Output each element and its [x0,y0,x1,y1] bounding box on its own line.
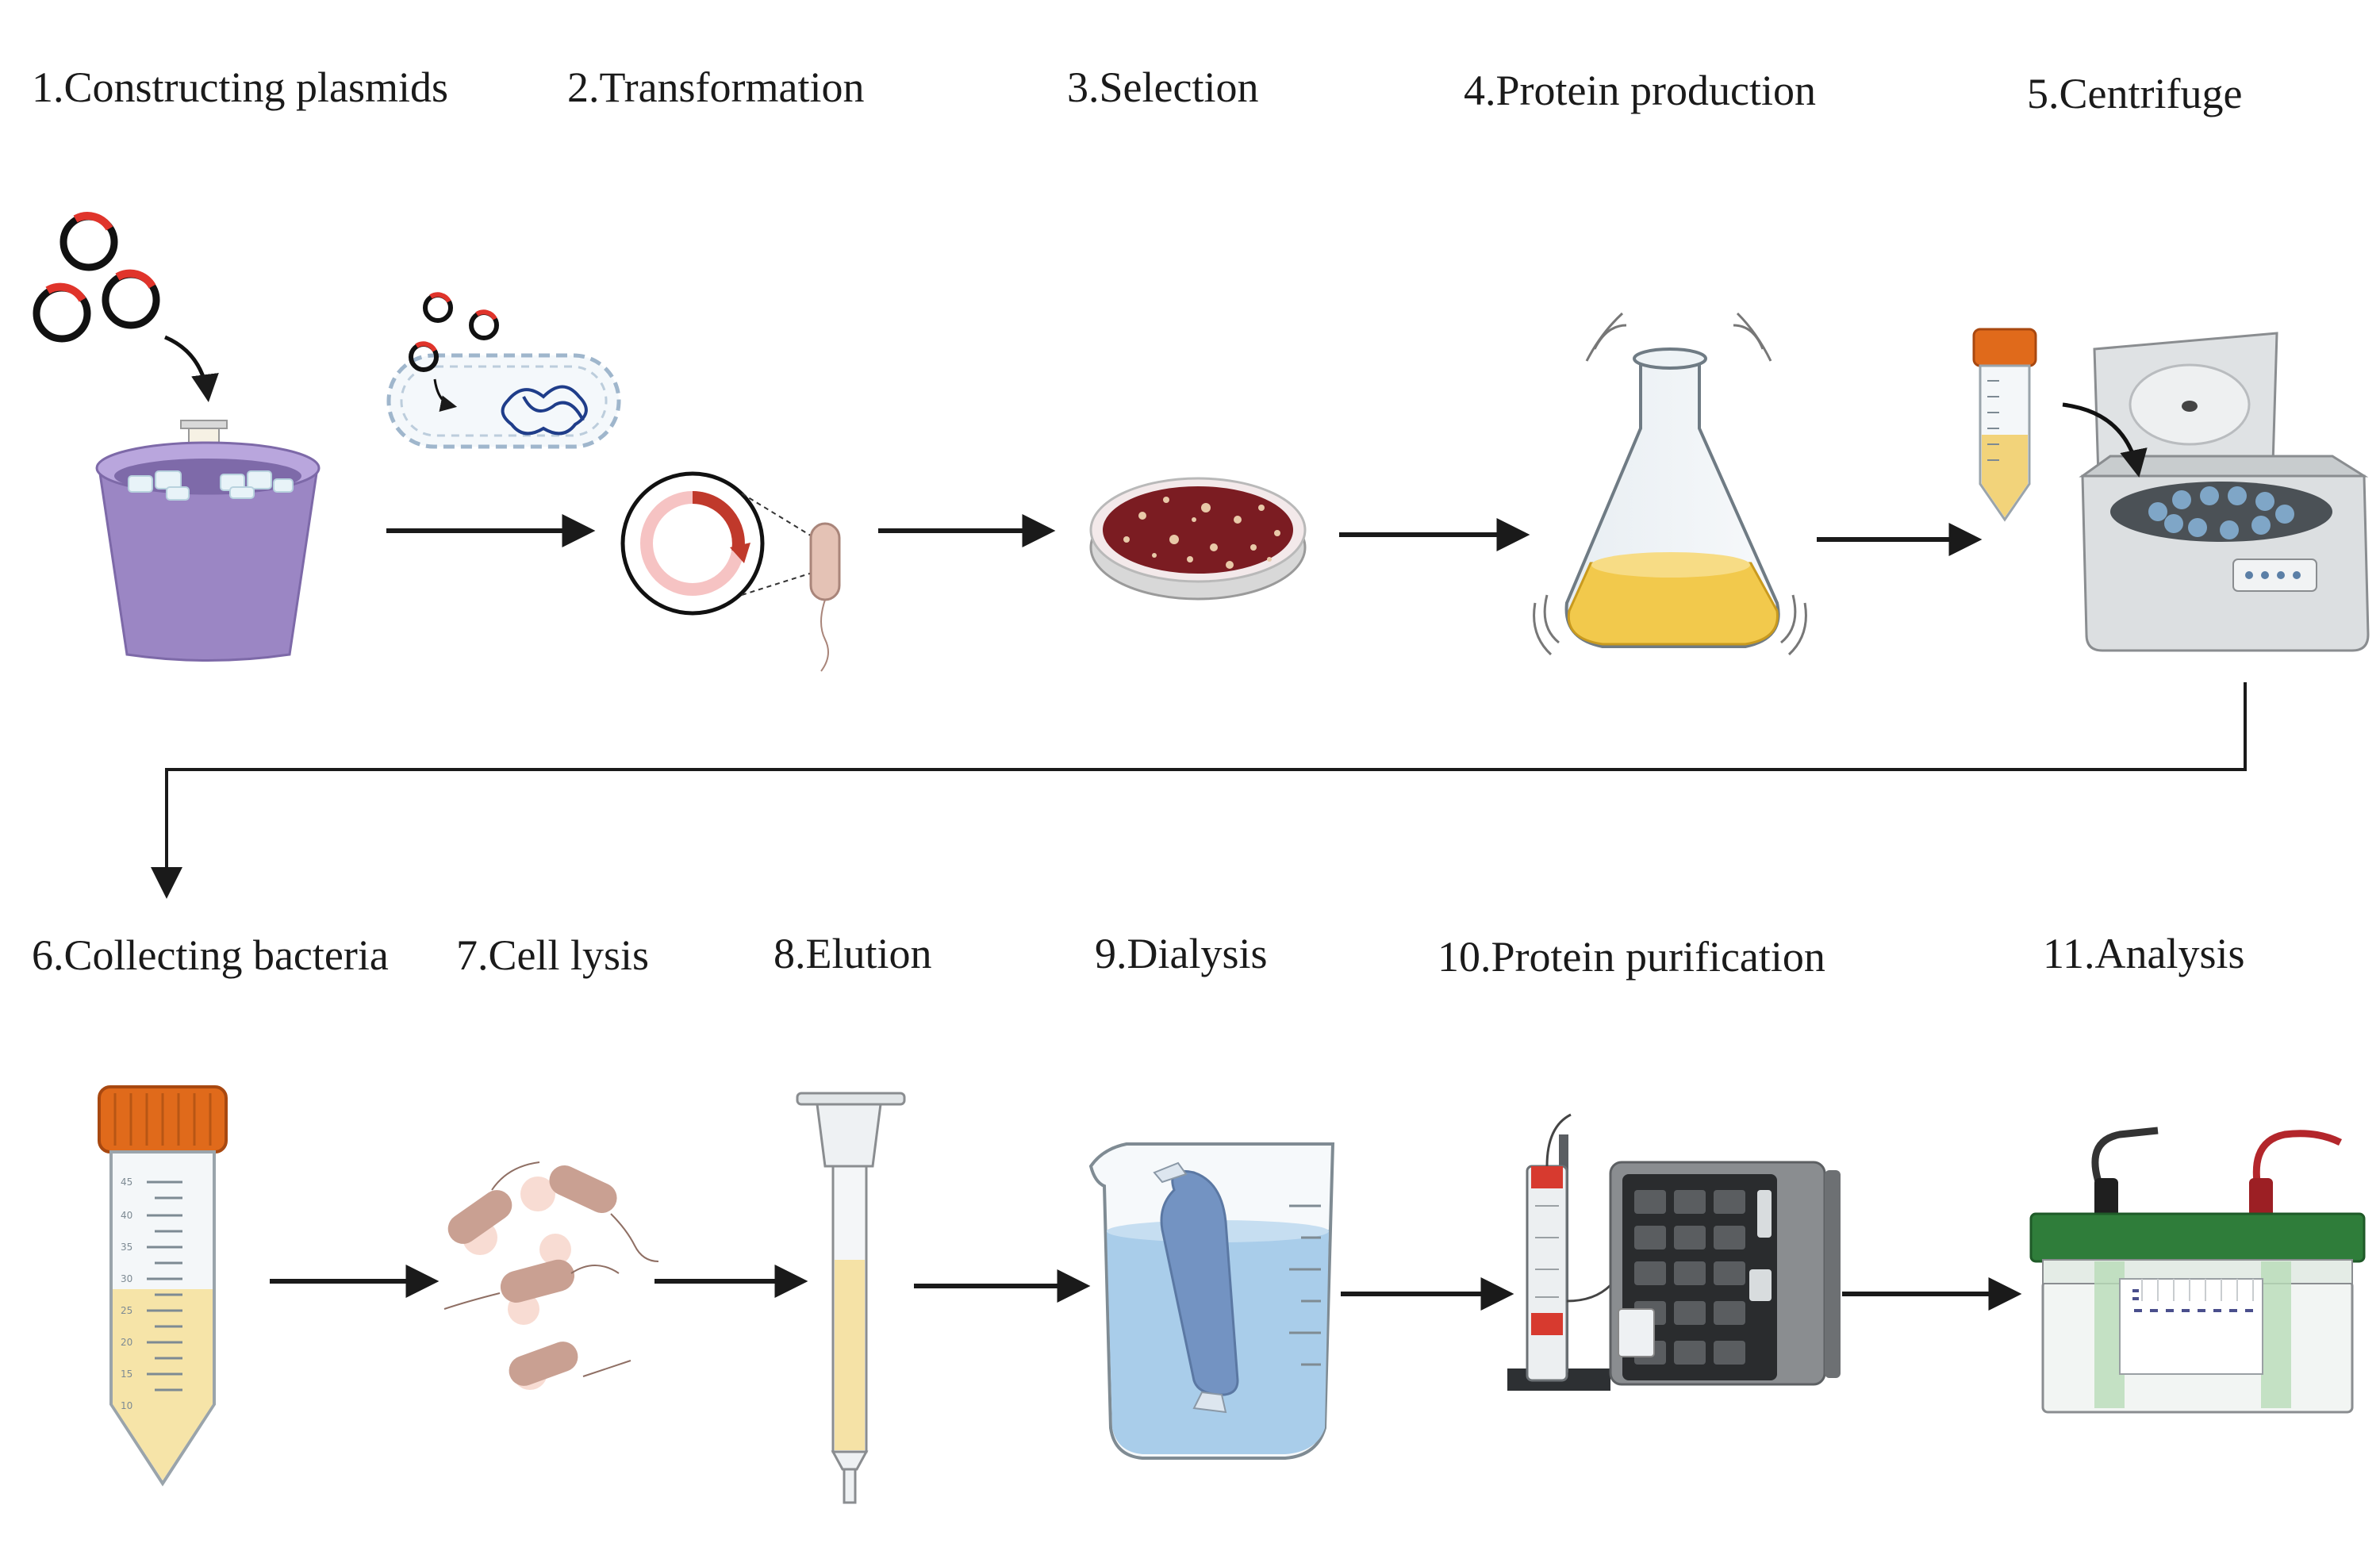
plasmid-zoom-icon [620,471,841,672]
ice-bucket-icon [95,420,321,662]
tube-scale-40: 40 [121,1210,132,1221]
step-6-label: 6.Collecting bacteria [32,931,389,979]
step-2-label: 2.Transformation [567,63,865,111]
step-11-label: 11.Analysis [2043,930,2245,977]
cell-transformation-icon [386,292,621,449]
shaking-flask-icon [1533,312,1807,656]
lysed-bacteria-icon [443,1161,659,1390]
step-10-label: 10.Protein purification [1438,933,1825,981]
tube-scale-45: 45 [121,1177,132,1188]
connector-arrows [151,514,2247,1311]
tube-scale-20: 20 [121,1337,132,1348]
step-1-label: 1.Constructing plasmids [32,63,448,111]
step-4-label: 4.Protein production [1464,67,1816,114]
dialysis-beaker-icon [1088,1142,1335,1460]
tube-scale-15: 15 [121,1368,132,1380]
falcon-tube-large-icon: 45 40 35 30 25 20 15 10 [98,1085,228,1487]
centrifuge-icon [2062,332,2370,652]
tube-scale-35: 35 [121,1242,132,1253]
step-3-label: 3.Selection [1067,63,1258,111]
tube-scale-25: 25 [121,1305,132,1316]
tube-scale-30: 30 [121,1273,132,1284]
agar-plate-icon [1089,477,1307,601]
step-5-label: 5.Centrifuge [2027,70,2242,117]
step-9-label: 9.Dialysis [1095,930,1268,977]
elution-column-icon [796,1092,906,1504]
plasmids-icon [33,212,219,402]
falcon-tube-small-icon [1972,328,2037,522]
fplc-instrument-icon [1507,1113,1841,1391]
tube-scale-10: 10 [121,1400,132,1411]
step-8-label: 8.Elution [774,930,932,977]
step-7-label: 7.Cell lysis [456,931,649,979]
gel-electrophoresis-icon [2029,1127,2366,1414]
arrow-5-6-return [151,682,2247,899]
